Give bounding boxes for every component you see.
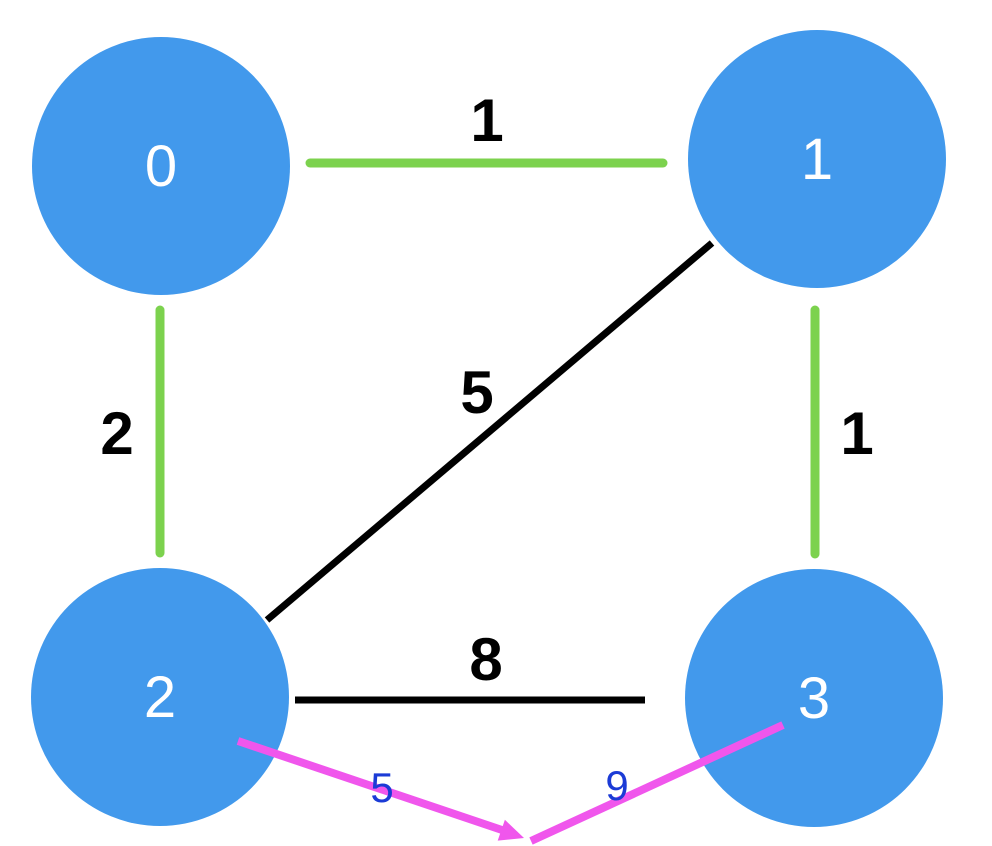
path-2-junction-weight: 5 [370,764,393,811]
edge-2-3-weight: 8 [469,626,502,693]
magenta-arrowhead-icon [497,819,524,841]
edge-2-3: 8 [295,626,645,704]
path-junction-3: 9 [529,721,785,845]
node-2-circle [31,568,289,826]
path-junction-3-weight: 9 [605,762,628,809]
path-2-junction-line [236,737,504,834]
edge-1-2-weight: 5 [460,359,493,426]
node-3: 3 [685,569,943,827]
edge-1-2: 5 [264,240,715,623]
edge-0-1: 1 [305,87,668,168]
edge-0-2: 2 [100,305,165,558]
node-0-label: 0 [145,134,177,199]
node-2: 2 [31,568,289,826]
node-1: 1 [688,30,946,288]
node-0: 0 [32,37,290,295]
edge-0-2-weight: 2 [100,400,133,467]
node-3-circle [685,569,943,827]
node-1-label: 1 [801,127,833,192]
node-1-circle [688,30,946,288]
edge-0-1-weight: 1 [470,87,503,154]
node-2-label: 2 [144,665,176,730]
node-0-circle [32,37,290,295]
path-2-junction: 5 [236,737,524,841]
node-3-label: 3 [798,666,830,731]
edge-1-3: 1 [810,305,874,559]
edge-1-2-line [264,240,715,623]
path-junction-3-line [529,721,785,845]
edge-1-3-weight: 1 [840,400,873,467]
